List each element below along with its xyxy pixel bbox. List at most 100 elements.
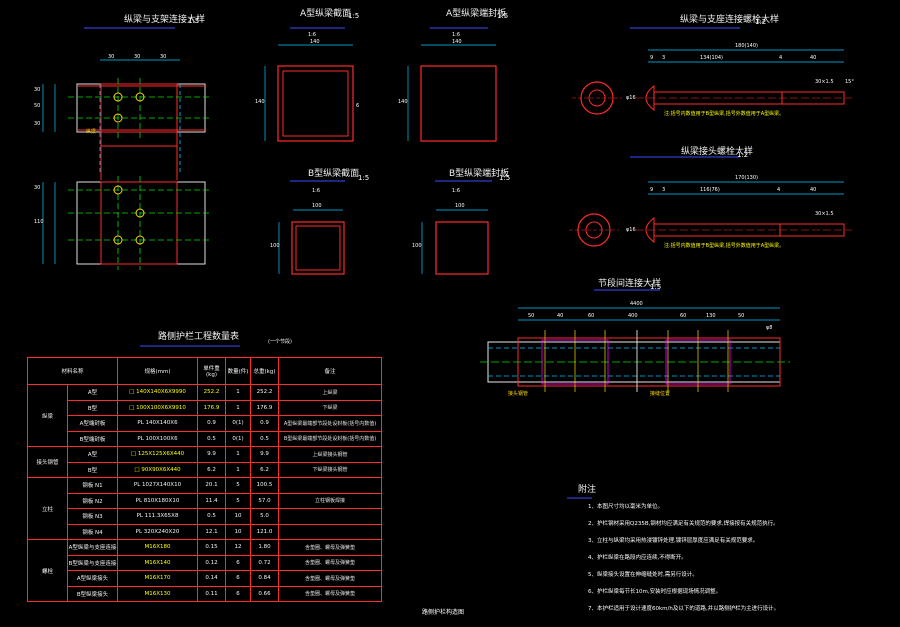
row-unit: 20.1 bbox=[197, 477, 226, 494]
b-section-title: B型纵梁截面 bbox=[308, 169, 360, 179]
row-spec: M16X140 bbox=[117, 554, 198, 571]
bolt2-part-3: 116(76) bbox=[700, 187, 720, 193]
row-item: A型纵梁与支座连接 bbox=[67, 539, 118, 556]
row-total: 121.0 bbox=[250, 523, 279, 540]
row-qty: 0(1) bbox=[225, 415, 251, 432]
beam-support-detail bbox=[42, 27, 210, 270]
a-plate-height: 140 bbox=[398, 99, 408, 105]
joint-pipe-label: 接头钢管 bbox=[508, 391, 529, 397]
bolt1-angle: 15° bbox=[845, 79, 854, 85]
bolt2-diameter: φ16 bbox=[626, 227, 636, 233]
bolt1-part-5: 40 bbox=[810, 55, 817, 61]
row-remark: 含垫圈、螺母及弹簧垫 bbox=[278, 585, 382, 602]
table-row: 纵梁 A型 □ 140X140X6X9990 252.2 1 252.2 上纵梁 bbox=[27, 384, 382, 447]
b-plate-scale: 1:5 bbox=[499, 174, 511, 182]
row-total: 0.9 bbox=[250, 415, 279, 432]
row-total: 176.9 bbox=[250, 399, 279, 416]
row-qty: 6 bbox=[225, 585, 251, 602]
bolt1-part-1: 9 bbox=[650, 55, 654, 61]
row-item: 钢板 N1 bbox=[67, 477, 118, 494]
row-unit: 11.4 bbox=[197, 492, 226, 509]
beam-dim-side-2: 50 bbox=[34, 103, 41, 109]
bolt2-part-5: 40 bbox=[810, 187, 817, 193]
row-qty: 1 bbox=[225, 461, 251, 478]
group-name: 立柱 bbox=[27, 477, 68, 540]
row-unit: 0.14 bbox=[197, 570, 226, 587]
beam-dim-side-4: 30 bbox=[34, 185, 41, 191]
row-unit: 0.15 bbox=[197, 539, 226, 556]
row-item: A型 bbox=[67, 384, 118, 401]
row-spec: PL 111.3X65X8 bbox=[117, 508, 198, 525]
b-section-scale: 1:5 bbox=[358, 174, 370, 182]
header-remark: 备注 bbox=[278, 357, 382, 385]
footnote: 7、本护栏适用于设计速度60km/h及以下的道路,并以路侧护栏为主进行设计。 bbox=[588, 606, 780, 612]
a-plate-title: A型纵梁端封板 bbox=[446, 9, 507, 19]
row-item: 钢板 N2 bbox=[67, 492, 118, 509]
row-remark: 上纵梁接头钢管 bbox=[278, 446, 382, 463]
row-spec: □ 140X140X6X9990 bbox=[117, 384, 198, 401]
row-unit: 176.9 bbox=[197, 399, 226, 416]
quantity-table: 材料名称 规格(mm) 单件重(kg) 数量(件) 总重(kg) 备注 纵梁 A… bbox=[27, 357, 382, 602]
beam-detail-title: 纵梁与支架连接大样 bbox=[124, 15, 206, 25]
row-remark bbox=[278, 508, 382, 525]
joint-part-7: 50 bbox=[738, 313, 745, 319]
beam-label: 纵梁 bbox=[86, 129, 97, 135]
joint-end-label: φ8 bbox=[766, 325, 773, 331]
notes-heading: 附注 bbox=[578, 485, 597, 495]
row-spec: M16X170 bbox=[117, 570, 198, 587]
table-row: 钢板 N3 PL 111.3X65X8 0.5 10 5.0 bbox=[28, 508, 382, 525]
row-item: A型端封板 bbox=[67, 415, 118, 432]
beam-dim-side-1: 30 bbox=[34, 87, 41, 93]
joint-total-length: 4400 bbox=[630, 301, 643, 307]
bolt2-part-1: 9 bbox=[650, 187, 654, 193]
a-section-view bbox=[264, 27, 354, 142]
joint-gap-label: 接缝位置 bbox=[650, 391, 671, 397]
row-item: A型 bbox=[67, 446, 118, 463]
footnote: 1、本图尺寸均以毫米为单位。 bbox=[588, 504, 664, 510]
row-qty: 6 bbox=[225, 570, 251, 587]
row-spec: M16X130 bbox=[117, 585, 198, 602]
table-row: B型纵梁与支座连接 M16X140 0.12 6 0.72 含垫圈、螺母及弹簧垫 bbox=[28, 554, 382, 571]
row-unit: 0.5 bbox=[197, 508, 226, 525]
joint-part-2: 40 bbox=[557, 313, 564, 319]
row-remark: B型纵梁最端部节段处设封板(括号内数值) bbox=[278, 430, 382, 447]
row-total: 0.84 bbox=[250, 570, 279, 587]
a-plate-sub: 1:6 bbox=[452, 32, 461, 38]
b-plate-sub: 1:6 bbox=[452, 188, 461, 194]
a-section-scale: 1:5 bbox=[348, 12, 360, 20]
row-qty: 12 bbox=[225, 539, 251, 556]
bolt1-length: 180(140) bbox=[735, 43, 758, 49]
row-qty: 1 bbox=[225, 399, 251, 416]
row-unit: 9.9 bbox=[197, 446, 226, 463]
beam-dim-top-3: 30 bbox=[160, 54, 167, 60]
bolt1-note: 注:括号内数值用于B型纵梁,括号外数值用于A型纵梁。 bbox=[664, 111, 785, 117]
joint-part-5: 60 bbox=[680, 313, 687, 319]
joint-part-6: 130 bbox=[706, 313, 716, 319]
header-total: 总重(kg) bbox=[250, 357, 279, 385]
beam-dim-side-3: 30 bbox=[34, 121, 41, 127]
row-total: 57.0 bbox=[250, 492, 279, 509]
row-item: B型纵梁接头 bbox=[67, 585, 118, 602]
row-total: 0.5 bbox=[250, 430, 279, 447]
row-qty: 1 bbox=[225, 446, 251, 463]
table-header-row: 材料名称 规格(mm) 单件重(kg) 数量(件) 总重(kg) 备注 bbox=[27, 357, 382, 385]
a-section-height: 140 bbox=[255, 99, 265, 105]
bolt2-title: 纵梁接头螺栓大样 bbox=[681, 147, 754, 157]
table-row: 接头钢管 A型 □ 125X125X6X440 9.9 1 9.9 上纵梁接头钢… bbox=[27, 446, 382, 478]
table-subtitle: (一个节段) bbox=[268, 339, 292, 345]
b-section-width: 100 bbox=[312, 203, 322, 209]
group-name: 纵梁 bbox=[27, 384, 68, 447]
table-row: A型纵梁接头 M16X170 0.14 6 0.84 含垫圈、螺母及弹簧垫 bbox=[28, 570, 382, 587]
bolt2-scale: 1:2 bbox=[737, 151, 749, 159]
row-qty: 6 bbox=[225, 554, 251, 571]
row-qty: 10 bbox=[225, 508, 251, 525]
a-plate-width: 140 bbox=[452, 39, 462, 45]
a-plate-view bbox=[407, 27, 497, 142]
row-remark: 下纵梁 bbox=[278, 399, 382, 416]
footnote: 5、纵梁接头设置在伸缩缝处时,需另行设计。 bbox=[588, 572, 698, 578]
bolt1-part-2: 3 bbox=[662, 55, 666, 61]
table-row: B型纵梁接头 M16X130 0.11 6 0.66 含垫圈、螺母及弹簧垫 bbox=[28, 585, 382, 602]
row-item: B型 bbox=[67, 461, 118, 478]
row-remark: 上纵梁 bbox=[278, 384, 382, 401]
footnotes-list: 1、本图尺寸均以毫米为单位。 2、护栏钢材采用Q235B,钢材均应满足有关规范的… bbox=[588, 502, 779, 621]
